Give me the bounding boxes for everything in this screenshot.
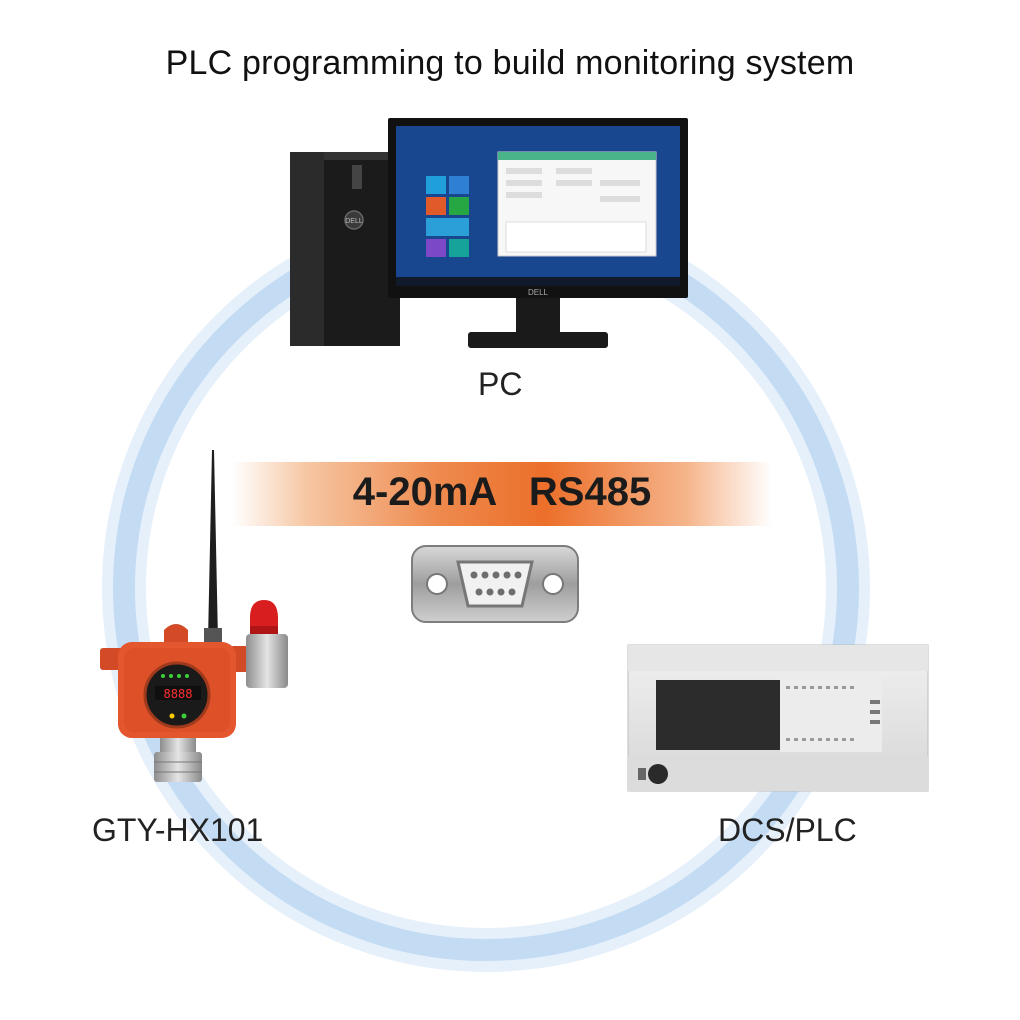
pc-tower: DELL	[290, 152, 400, 346]
protocol-banner-text: 4-20mA RS485	[352, 470, 652, 514]
gas-detector: 8888	[100, 450, 288, 782]
detector-display: 8888	[164, 687, 193, 701]
dcs-plc-label: DCS/PLC	[718, 812, 857, 848]
gas-detector-label: GTY-HX101	[92, 812, 264, 848]
pc-monitor: DELL	[388, 118, 688, 348]
protocol-banner	[232, 462, 772, 526]
alarm-beacon-icon	[246, 600, 288, 688]
svg-text:DELL: DELL	[345, 218, 363, 225]
dcs-plc-unit	[627, 644, 929, 792]
pc-label: PC	[478, 366, 523, 402]
monitor-brand-logo: DELL	[528, 288, 549, 297]
db9-connector-icon	[411, 545, 579, 623]
diagram-title: PLC programming to build monitoring syst…	[165, 44, 855, 82]
antenna-icon	[204, 450, 222, 644]
